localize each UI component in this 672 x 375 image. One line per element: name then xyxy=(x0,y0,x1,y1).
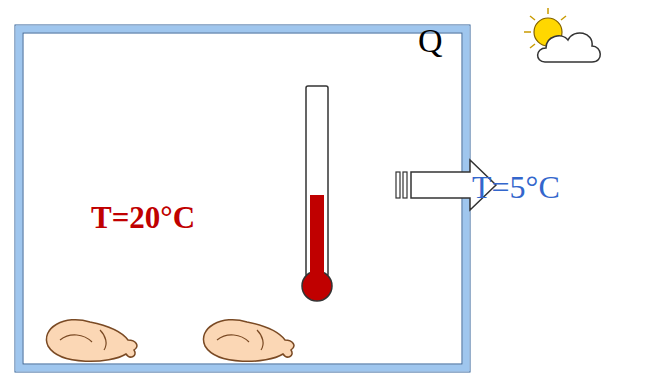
temperature-label: T=20°C xyxy=(91,201,195,235)
sun-cloud xyxy=(524,8,600,62)
room-wall-inner xyxy=(23,33,462,364)
room-wall xyxy=(19,29,466,368)
heat-label: Q xyxy=(418,22,443,59)
temperature-label: T=5°C xyxy=(472,170,560,205)
chicken xyxy=(46,320,136,362)
room-wall-outer xyxy=(15,25,470,372)
chicken xyxy=(203,320,293,362)
room-box: T=20°C xyxy=(15,25,470,372)
thermometer xyxy=(302,86,332,301)
